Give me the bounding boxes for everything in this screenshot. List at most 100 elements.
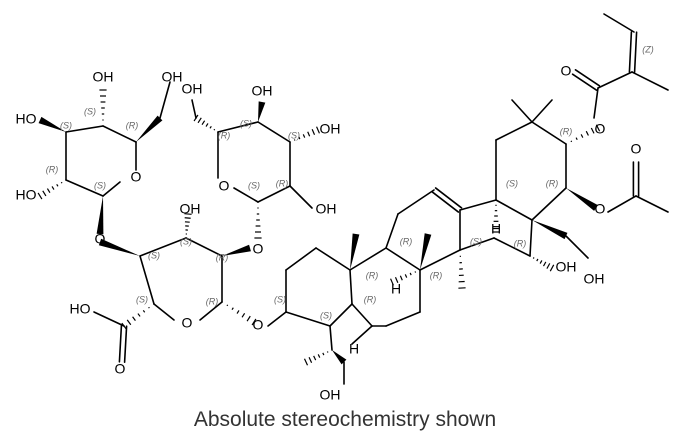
alkene-double-bond: [628, 31, 633, 73]
stereochemistry-caption: Absolute stereochemistry shown: [193, 408, 497, 431]
hashed-bond: [549, 264, 555, 272]
single-bond: [139, 255, 155, 305]
hydroxyl-label: HO: [16, 187, 37, 203]
single-bond: [93, 311, 125, 327]
single-bond: [289, 185, 313, 209]
hashed-bond: [184, 213, 192, 215]
stereo-descriptor-label: (S): [288, 130, 300, 140]
hashed-bond: [126, 319, 132, 326]
single-bond: [397, 189, 435, 215]
stereo-descriptor-label: (R): [46, 164, 59, 174]
hashed-bond: [390, 278, 394, 286]
stereo-descriptor-label: (S): [240, 118, 252, 128]
hashed-bond: [302, 134, 306, 138]
single-bond: [635, 195, 669, 213]
hydroxyl-label: OH: [316, 201, 337, 217]
stereo-descriptor-label: (S): [274, 294, 286, 304]
carbonyl-oxygen-label: O: [561, 63, 572, 79]
hashed-bond: [231, 307, 234, 311]
hydroxyl-label: OH: [556, 259, 577, 275]
ring-double-bond: [431, 191, 460, 213]
hashed-bond: [580, 134, 584, 138]
stereo-descriptor-label: (S): [94, 180, 106, 190]
hashed-bond: [209, 125, 212, 129]
hashed-bond: [132, 316, 136, 321]
hashed-bond: [246, 315, 251, 322]
hashed-bond: [590, 127, 595, 134]
single-bond: [531, 99, 553, 123]
stereo-descriptor-label: (S): [148, 250, 160, 260]
hydroxyl-label: OH: [584, 271, 605, 287]
stereo-descriptor-label: (S): [470, 236, 482, 246]
hashed-bond: [546, 263, 551, 269]
hydroxyl-label: HO: [16, 111, 37, 127]
hashed-bond: [236, 310, 240, 314]
hydrogen-label: H: [491, 221, 501, 237]
alkene-double-bond: [633, 31, 638, 73]
hydroxyl-label: OH: [252, 83, 273, 99]
hashed-bond: [213, 128, 216, 131]
wedge-bond: [38, 116, 66, 132]
stereo-descriptor-label: (R): [126, 120, 139, 130]
hydroxyl-label: OH: [320, 121, 341, 137]
single-bond: [102, 181, 121, 197]
hydroxyl-label: OH: [182, 81, 203, 97]
single-bond: [385, 311, 421, 327]
hydroxyl-label: OH: [162, 69, 183, 85]
hashed-bond: [307, 131, 311, 137]
hashed-bond: [303, 358, 309, 366]
wedge-bond: [222, 244, 251, 256]
carboxyl-hydroxyl-label: HO: [70, 301, 91, 317]
hydrogen-label: H: [349, 341, 359, 357]
hashed-bond: [399, 275, 403, 281]
hashed-bond: [326, 351, 329, 353]
carbonyl-double-bond: [574, 69, 601, 87]
stereo-descriptor-label: (R): [560, 126, 573, 136]
stereo-descriptor-label: (R): [364, 294, 377, 304]
hashed-bond: [316, 126, 320, 134]
single-bond: [153, 303, 175, 321]
single-bond: [257, 121, 291, 143]
single-bond: [351, 303, 373, 327]
glycosidic-oxygen-label: O: [95, 231, 106, 247]
single-bond: [529, 219, 533, 257]
single-bond: [191, 99, 197, 119]
wedge-bond: [532, 220, 568, 240]
hashed-bond: [404, 274, 408, 278]
single-bond: [65, 179, 104, 197]
stereo-descriptor-label: (R): [206, 296, 219, 306]
single-bond: [597, 71, 633, 89]
single-bond: [199, 301, 223, 321]
single-bond: [139, 237, 187, 257]
single-bond: [315, 247, 351, 271]
stereo-descriptor-label: (R): [216, 252, 229, 262]
ring-double-bond: [434, 187, 463, 209]
hydroxyl-label: OH: [93, 69, 114, 85]
single-bond: [385, 213, 399, 249]
stereo-descriptor-label: (Z): [642, 44, 654, 54]
single-bond: [257, 185, 291, 203]
single-bond: [631, 71, 669, 91]
hashed-bond: [539, 260, 543, 264]
hashed-bond: [148, 306, 150, 309]
hashed-bond: [37, 192, 43, 200]
single-bond: [459, 237, 495, 251]
wedge-bond: [420, 233, 432, 270]
ring-oxygen-label: O: [182, 315, 193, 331]
bond-layer: [37, 13, 669, 385]
hydroxyl-label: OH: [180, 201, 201, 217]
hashed-bond: [308, 357, 313, 363]
hashed-bond: [251, 318, 257, 326]
stereo-descriptor-label: (R): [430, 270, 443, 280]
single-bond: [531, 121, 567, 145]
hashed-bond: [298, 136, 301, 140]
ester-oxygen-label: O: [595, 121, 606, 137]
hashed-bond: [205, 123, 209, 127]
hashed-bond: [317, 354, 321, 358]
ester-oxygen-label: O: [595, 201, 606, 217]
hashed-bond: [137, 313, 141, 317]
wedge-bond: [136, 115, 163, 142]
single-bond: [419, 249, 461, 271]
wedge-bond: [332, 350, 347, 365]
